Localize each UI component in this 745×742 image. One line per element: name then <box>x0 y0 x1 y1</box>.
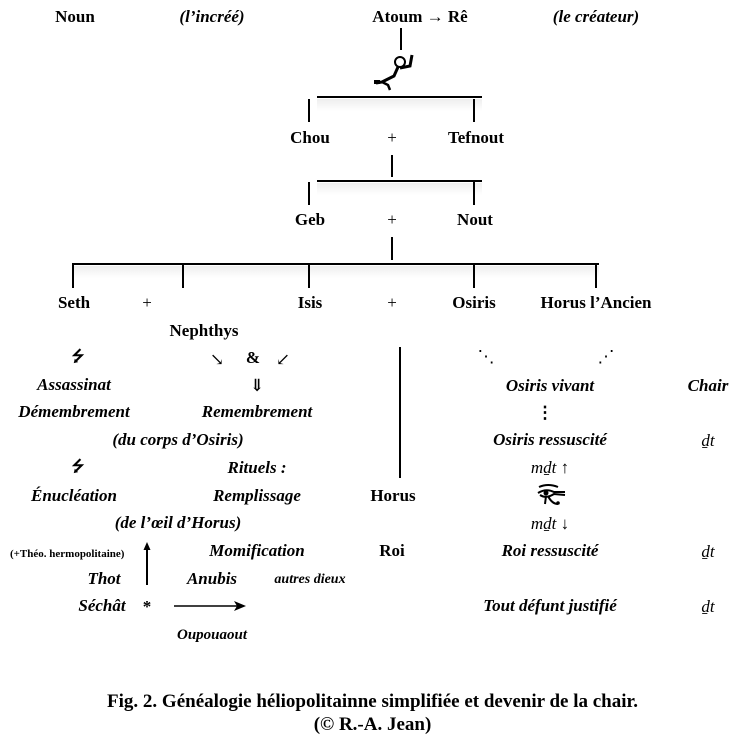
figure-copyright: (© R.-A. Jean) <box>313 714 432 735</box>
nout-label: Nout <box>457 210 493 229</box>
theo-text: (+Théo. hermopolitaine) <box>10 548 125 560</box>
eye-of-horus-icon <box>537 484 566 505</box>
mdt-up-label: mḏt ↑ <box>530 458 570 477</box>
enucleation-label: Énucléation <box>31 486 117 505</box>
plus-gen1: + <box>387 128 397 147</box>
tick-geb <box>308 182 310 205</box>
dt-label-2: ḏt <box>701 542 715 561</box>
plus-gen2: + <box>387 210 397 229</box>
atoum-connector <box>400 28 402 50</box>
tefnout-label: Tefnout <box>447 128 505 147</box>
chou-label: Chou <box>290 128 330 147</box>
bracket-line-gen3 <box>72 263 599 278</box>
tick-chou <box>308 99 310 122</box>
bracket-line-gen2 <box>317 180 482 195</box>
osiris-vivant-label: Osiris vivant <box>505 376 595 395</box>
tout-defunt-label: Tout défunt justifié <box>483 596 617 615</box>
tick-horus-ancien <box>595 265 597 288</box>
theo-hermopolitaine-label: (+Théo. hermopolitaine) <box>10 544 124 564</box>
tick-nephthys <box>182 265 184 288</box>
plus-seth-nephthys: + <box>142 293 152 312</box>
roi-ressuscite-label: Roi ressuscité <box>501 541 599 560</box>
nephthys-label: Nephthys <box>169 321 239 340</box>
dt-label-1: ḏt <box>701 431 715 450</box>
arrow-sw-icon: ↙ <box>275 350 291 369</box>
du-corps-label: (du corps d’Osiris) <box>112 430 244 449</box>
assassinat-label: Assassinat <box>37 375 111 394</box>
double-down-arrow-icon: ⇓ <box>249 376 265 395</box>
horus-lineage-line <box>399 347 401 478</box>
lightning-icon-1: ⭍ <box>71 349 85 365</box>
vertical-dots-icon: ⋮ <box>536 403 554 422</box>
geb-label: Geb <box>294 210 326 229</box>
arrow-right-icon <box>174 601 246 611</box>
tick-osiris <box>473 265 475 288</box>
ampersand-label: & <box>245 348 261 367</box>
remembrement-label: Remembrement <box>201 402 313 421</box>
tick-isis <box>308 265 310 288</box>
arrow-up-icon <box>143 542 151 585</box>
star-label: * <box>142 597 152 616</box>
figure-caption: Fig. 2. Généalogie héliopolitainne simpl… <box>107 691 638 712</box>
thot-label: Thot <box>87 569 121 588</box>
rituels-label: Rituels : <box>227 458 287 477</box>
bracket-line-gen1 <box>317 96 482 111</box>
noun-note: (l’incréé) <box>179 7 245 26</box>
dt-label-3: ḏt <box>701 597 715 616</box>
atoum-re-label: Atoum → Rê <box>372 7 468 26</box>
sechat-label: Séchât <box>78 596 126 615</box>
noun-label: Noun <box>55 7 95 26</box>
plus-isis-osiris: + <box>387 293 397 312</box>
isis-label: Isis <box>297 293 323 312</box>
demembrement-label: Démembrement <box>18 402 130 421</box>
connector-gen1 <box>391 155 393 177</box>
seth-label: Seth <box>57 293 91 312</box>
arrow-se-icon: ↘ <box>209 350 225 369</box>
atoum-note: (le créateur) <box>552 7 640 26</box>
lightning-icon-2: ⭍ <box>71 459 85 475</box>
oupouaout-label: Oupouaout <box>176 627 248 643</box>
momification-label: Momification <box>209 541 305 560</box>
dots-left-icon: ⋱ <box>477 347 495 366</box>
tick-seth <box>72 265 74 288</box>
anubis-label: Anubis <box>186 569 238 588</box>
connector-gen2 <box>391 237 393 260</box>
mdt-down-label: mḏt ↓ <box>530 514 570 533</box>
tick-nout <box>473 182 475 205</box>
tick-tefnout <box>473 99 475 122</box>
osiris-label: Osiris <box>452 293 496 312</box>
horus-label: Horus <box>370 486 416 505</box>
dots-right-icon: ⋰ <box>597 347 615 366</box>
de-loeil-label: (de l’œil d’Horus) <box>114 513 242 532</box>
seated-god-icon <box>374 54 414 91</box>
remplissage-label: Remplissage <box>213 486 301 505</box>
roi-label: Roi <box>379 541 405 560</box>
osiris-ressuscite-label: Osiris ressuscité <box>493 430 607 449</box>
horus-ancien-label: Horus l’Ancien <box>540 293 652 312</box>
autres-dieux-label: autres dieux <box>274 572 346 587</box>
chair-label: Chair <box>687 376 729 395</box>
